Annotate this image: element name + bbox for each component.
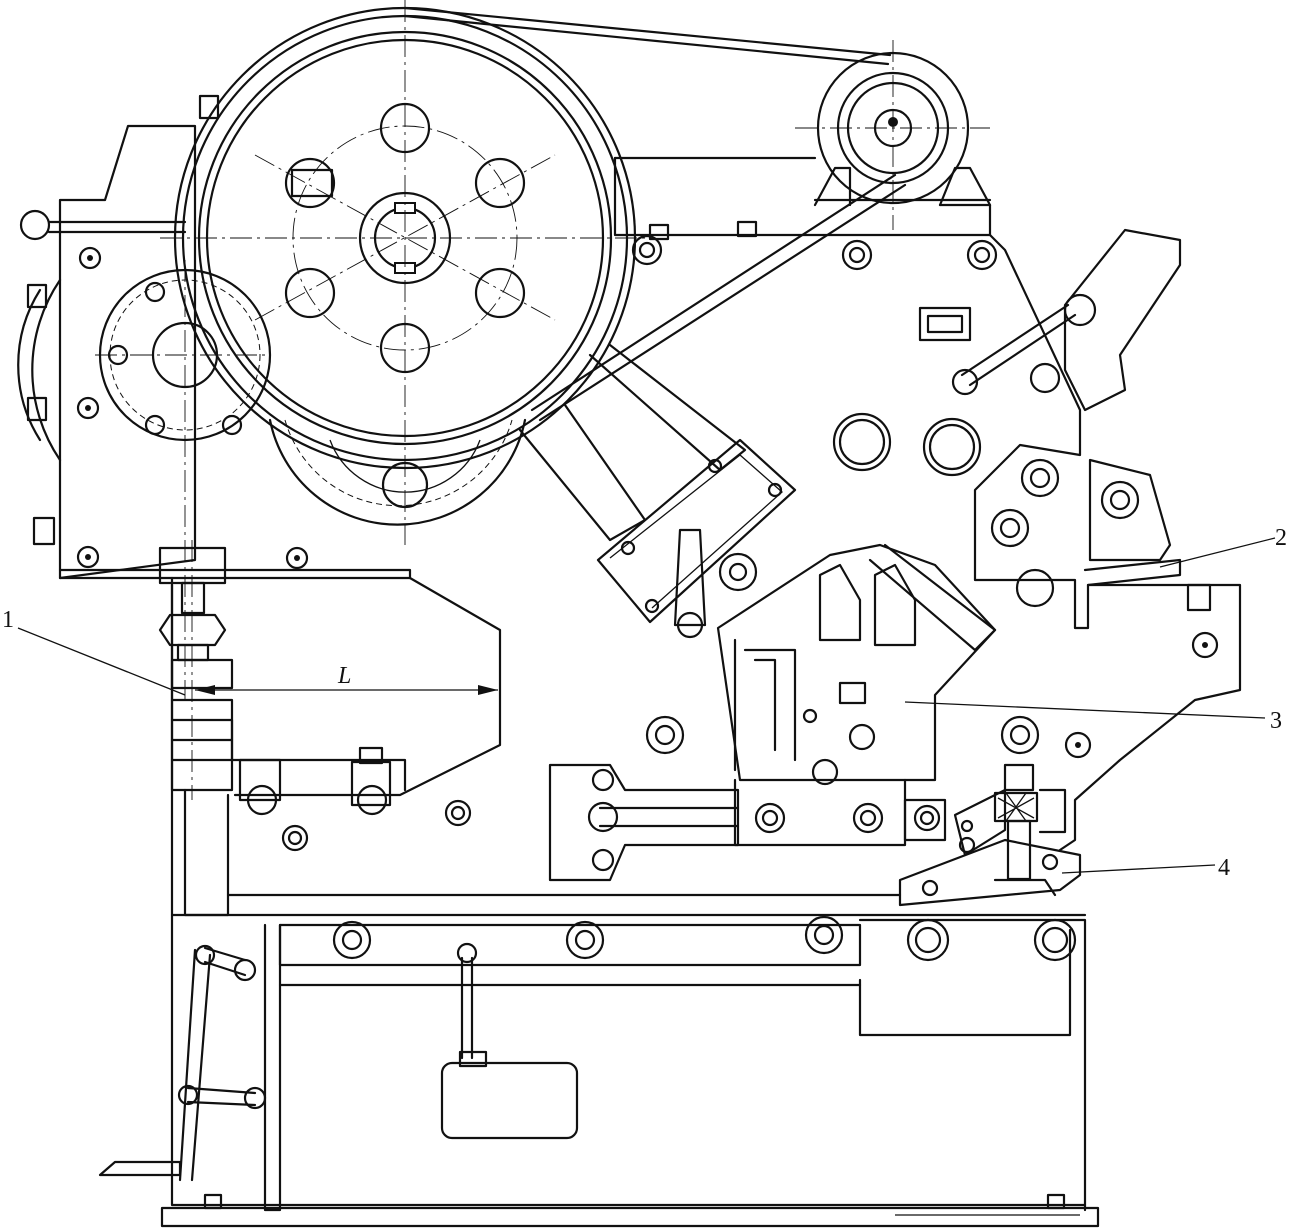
dimension-l-label: L (337, 663, 351, 689)
bolt (332, 920, 372, 960)
callout-4: 4 (1218, 855, 1230, 881)
bolt (913, 804, 941, 832)
bolt (631, 234, 663, 266)
punch-head (158, 540, 234, 800)
bolt (906, 918, 950, 962)
shear-blade-unit (1083, 458, 1212, 612)
bolt (966, 239, 998, 271)
bolt (754, 802, 786, 834)
bolt (648, 223, 670, 241)
motor-pulley (795, 40, 992, 230)
bolt (285, 546, 309, 570)
stripper-bracket (238, 746, 392, 816)
slide-bar (548, 763, 740, 882)
bolt (852, 802, 884, 834)
bolt (645, 715, 685, 755)
callout-1: 1 (2, 607, 14, 633)
bolt (832, 412, 892, 472)
pedal-linkage (98, 944, 267, 1182)
callout-2: 2 (1275, 525, 1287, 551)
bolt (203, 1193, 223, 1210)
bolt (736, 220, 758, 238)
bolt-heads (76, 94, 1219, 1210)
callout-3: 3 (1270, 708, 1282, 734)
lower-gear (268, 418, 527, 526)
bolt (281, 824, 309, 852)
bolt (1000, 715, 1040, 755)
bolt (78, 246, 102, 270)
bolt (841, 239, 873, 271)
bolt (565, 920, 605, 960)
upper-right-lever (918, 228, 1182, 412)
callouts: 1 2 3 4 (2, 525, 1287, 881)
bolt (1191, 631, 1219, 659)
bolt (1046, 1193, 1066, 1210)
bolt (198, 94, 220, 120)
v-belts (403, 6, 907, 422)
bolt (990, 508, 1030, 548)
bolt (1020, 458, 1060, 498)
bolt (804, 915, 844, 955)
bolt (456, 942, 478, 964)
main-frame (58, 124, 1242, 1228)
flywheel (160, 0, 650, 545)
bolt (1015, 568, 1055, 608)
bolt (922, 417, 982, 477)
bolt (1033, 918, 1077, 962)
bolt (76, 545, 100, 569)
left-handle (19, 209, 187, 546)
counterweight (440, 956, 579, 1140)
bolt (76, 396, 100, 420)
stop-adjuster (898, 763, 1082, 907)
left-gear-wheel (17, 260, 272, 700)
bolt (444, 799, 472, 827)
linkage-arm (518, 343, 797, 639)
dimension-l: L (195, 663, 498, 695)
notching-tool (716, 543, 997, 847)
bolt (1064, 731, 1092, 759)
